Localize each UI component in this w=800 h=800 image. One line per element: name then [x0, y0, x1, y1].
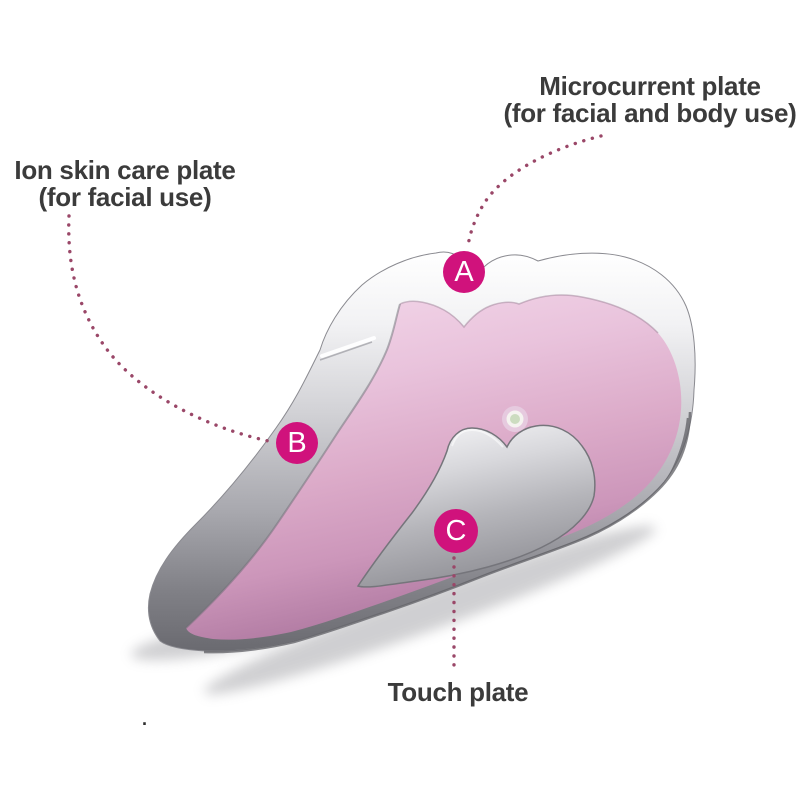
badge-a-microcurrent-plate: A: [443, 251, 485, 293]
badge-b-ion-plate: B: [276, 422, 318, 464]
ion-plate-label-line2: (for facial use): [38, 182, 212, 212]
device-pink-body: [186, 295, 682, 640]
pink-top-edge-line: [399, 294, 659, 334]
led-indicator: [502, 406, 528, 432]
led-center: [510, 414, 520, 424]
badge-c-touch-plate: C: [434, 509, 478, 553]
touch-plate-label: Touch plate: [348, 679, 568, 706]
callout-line-microcurrent: [466, 134, 603, 248]
touch-plate-inset: [356, 424, 596, 588]
touch-plate-highlight: [451, 428, 504, 448]
chrome-seam-line: [319, 336, 376, 361]
ion-plate-label: Ion skin care plate (for facial use): [5, 157, 245, 211]
tail-chrome-edge-line: [185, 303, 401, 629]
ion-plate-label-line1: Ion skin care plate: [14, 155, 236, 185]
touch-plate-label-line1: Touch plate: [387, 677, 529, 707]
callout-line-ion: [67, 214, 275, 444]
microcurrent-plate-label: Microcurrent plate (for facial and body …: [480, 73, 800, 127]
artifact-dot: .: [142, 709, 148, 729]
microcurrent-plate-label-line2: (for facial and body use): [503, 98, 797, 128]
microcurrent-plate-label-line1: Microcurrent plate: [539, 71, 761, 101]
bottom-edge-line: [203, 411, 692, 654]
